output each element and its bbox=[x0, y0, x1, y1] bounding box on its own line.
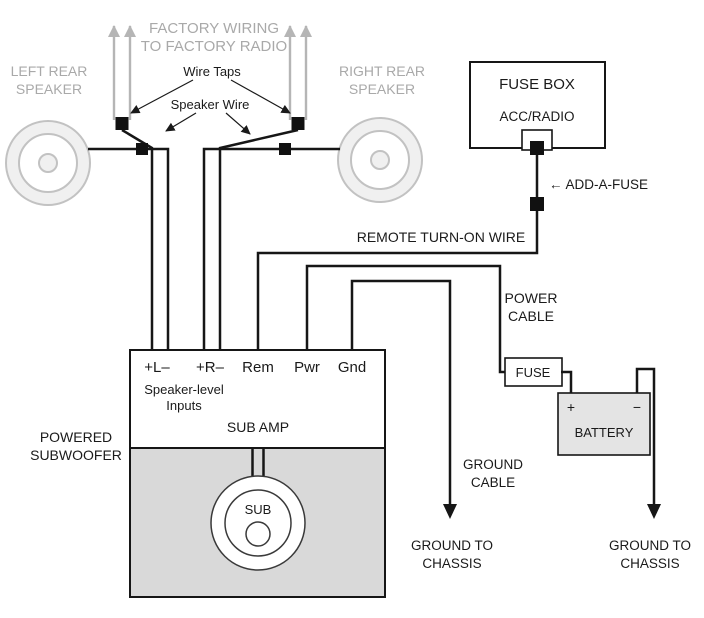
remote-turn-on-label: REMOTE TURN-ON WIRE bbox=[357, 229, 526, 245]
battery-label: BATTERY bbox=[575, 425, 634, 440]
speaker-wire-pointer-right bbox=[225, 112, 251, 135]
ground-arrow-icon-right bbox=[647, 504, 661, 519]
right-speaker-wire-connector bbox=[279, 143, 291, 155]
powered-subwoofer-label-line1: POWERED bbox=[40, 429, 112, 445]
wire-taps-pointer-left bbox=[130, 79, 194, 114]
left-speaker-label-line1: LEFT REAR bbox=[11, 63, 88, 79]
battery-minus-terminal: − bbox=[633, 399, 641, 415]
left-rear-speaker-icon bbox=[5, 120, 91, 206]
amp-terminal-left: +L– bbox=[144, 359, 170, 376]
speaker-wire-label: Speaker Wire bbox=[171, 97, 250, 112]
acc-radio-fuse-connector bbox=[530, 141, 544, 155]
ground-cable-label-line1: GROUND bbox=[463, 457, 523, 472]
ground-cable-wire bbox=[350, 279, 452, 506]
right-wire-tap bbox=[291, 117, 305, 130]
power-wire-fuse-to-battery bbox=[561, 370, 573, 394]
amp-terminal-pwr: Pwr bbox=[294, 359, 320, 376]
ground-to-chassis-left-line2: CHASSIS bbox=[422, 556, 481, 571]
wire-taps-pointer-right bbox=[230, 79, 291, 114]
fuse-label: FUSE bbox=[516, 365, 551, 380]
ground-to-chassis-left-line1: GROUND TO bbox=[411, 538, 493, 553]
right-speaker-label-line2: SPEAKER bbox=[349, 81, 415, 97]
ground-arrow-icon-left bbox=[443, 504, 457, 519]
inline-fuse bbox=[504, 357, 563, 387]
fuse-box-label: FUSE BOX bbox=[499, 76, 575, 93]
battery-ground-wire bbox=[635, 367, 656, 506]
speaker-level-inputs-line2: Inputs bbox=[166, 398, 202, 413]
left-speaker-label-line2: SPEAKER bbox=[16, 81, 82, 97]
left-speaker-wire-connector bbox=[136, 143, 148, 155]
sub-speaker-icon bbox=[210, 475, 306, 571]
speaker-level-inputs-line1: Speaker-level bbox=[144, 382, 224, 397]
powered-subwoofer-label-line2: SUBWOOFER bbox=[30, 447, 122, 463]
amp-terminal-gnd: Gnd bbox=[338, 359, 366, 376]
left-wire-tap bbox=[115, 117, 129, 130]
battery-plus-terminal: + bbox=[567, 399, 575, 415]
right-speaker-label-line1: RIGHT REAR bbox=[339, 63, 425, 79]
factory-wiring-label-line1: FACTORY WIRING bbox=[149, 20, 279, 37]
ground-cable-label-line2: CABLE bbox=[471, 475, 515, 490]
power-wire-amp-to-fuse bbox=[305, 264, 506, 374]
sub-amp-box bbox=[129, 349, 386, 449]
sub-amp-label: SUB AMP bbox=[227, 419, 289, 435]
acc-radio-label: ACC/RADIO bbox=[499, 109, 574, 124]
add-a-fuse-holder bbox=[530, 197, 544, 211]
factory-wiring-label-line2: TO FACTORY RADIO bbox=[141, 38, 287, 55]
right-speaker-wire bbox=[202, 147, 340, 352]
amp-terminal-rem: Rem bbox=[242, 359, 274, 376]
wire-taps-label: Wire Taps bbox=[183, 64, 241, 79]
ground-to-chassis-right-line2: CHASSIS bbox=[620, 556, 679, 571]
amp-terminal-right: +R– bbox=[196, 359, 225, 376]
power-cable-label-line2: CABLE bbox=[508, 308, 554, 324]
left-speaker-wire bbox=[88, 147, 170, 352]
power-cable-label-line1: POWER bbox=[505, 290, 558, 306]
right-rear-speaker-icon bbox=[337, 117, 423, 203]
speaker-wire-pointer-left bbox=[165, 112, 197, 132]
add-a-fuse-label: ← ADD-A-FUSE bbox=[549, 177, 648, 192]
sub-label: SUB bbox=[245, 502, 272, 517]
ground-to-chassis-right-line1: GROUND TO bbox=[609, 538, 691, 553]
battery bbox=[557, 392, 651, 456]
